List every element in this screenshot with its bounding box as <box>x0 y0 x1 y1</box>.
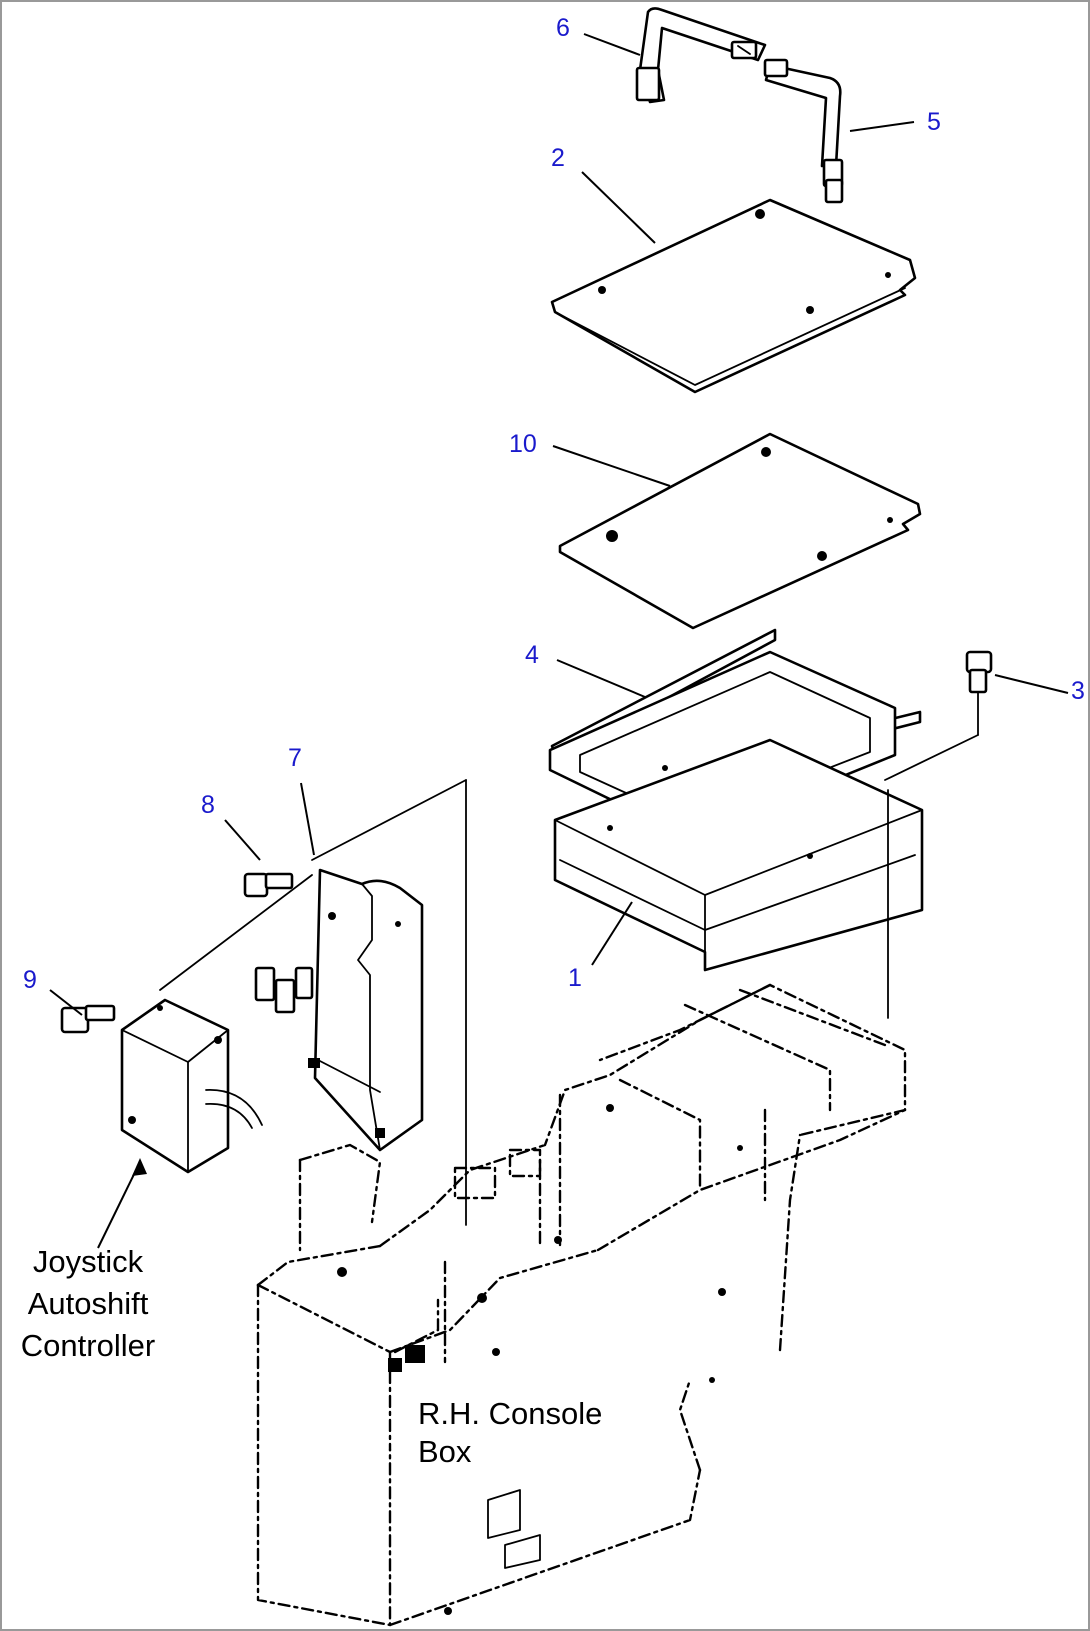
console-label-line-1: R.H. Console <box>418 1396 602 1431</box>
callout-9: 9 <box>23 966 37 994</box>
part-9-bolt <box>60 1004 116 1034</box>
part-5-strap <box>763 58 844 204</box>
part-6-strap <box>635 7 767 104</box>
controller-label-line-3: Controller <box>21 1328 155 1363</box>
phantom-guide-lines <box>159 779 889 1226</box>
component-labels: Joystick Autoshift Controller R.H. Conso… <box>21 1244 603 1469</box>
callout-3: 3 <box>1071 677 1085 705</box>
callout-1: 1 <box>568 964 582 992</box>
part-10-mat <box>558 432 922 630</box>
part-2-lid <box>550 198 917 394</box>
callout-numbers: 6 5 2 10 4 3 7 8 9 1 <box>23 14 1085 994</box>
callout-7: 7 <box>288 744 302 772</box>
callout-10: 10 <box>509 430 537 458</box>
console-box <box>256 983 907 1627</box>
callout-4: 4 <box>525 641 539 669</box>
controller-label-line-2: Autoshift <box>28 1286 149 1321</box>
controller-label-line-1: Joystick <box>33 1244 144 1279</box>
part-7-bracket <box>254 868 424 1152</box>
controller-module <box>97 998 263 1249</box>
callout-2: 2 <box>551 144 565 172</box>
callout-5: 5 <box>927 108 941 136</box>
callout-6: 6 <box>556 14 570 42</box>
leader-lines <box>49 33 1069 1016</box>
part-3-bolt <box>884 650 993 781</box>
part-1-tray <box>553 738 924 972</box>
part-8-bolt <box>243 872 294 898</box>
console-label-line-2: Box <box>418 1434 472 1469</box>
callout-8: 8 <box>201 791 215 819</box>
